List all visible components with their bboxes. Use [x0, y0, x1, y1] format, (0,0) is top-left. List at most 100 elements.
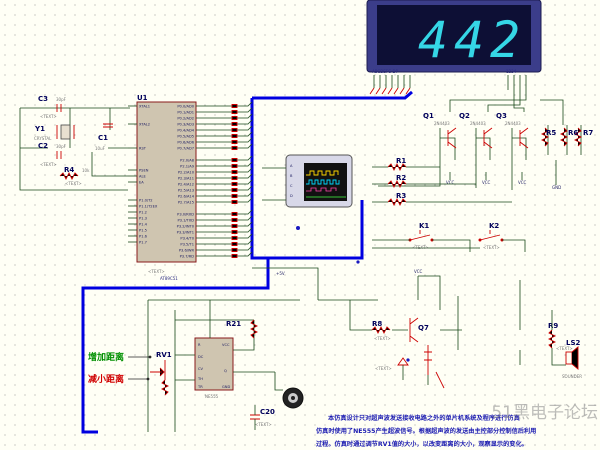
svg-text:CV: CV: [198, 367, 204, 371]
c2-value: 30pF: [56, 144, 67, 149]
q3-label: Q3: [496, 112, 507, 120]
u1-pin-label: ALE: [139, 175, 146, 179]
oscilloscope-instrument[interactable]: AB CD: [262, 154, 353, 230]
u1-pin-label: P1.6: [139, 235, 148, 239]
u1-pin-label: P2.1/A9: [180, 165, 195, 169]
u1-pin-label: P1.7: [139, 241, 147, 245]
r8-label: R8: [372, 320, 382, 328]
u1-pin-marker: [231, 134, 238, 138]
u1-pin-label: P0.1/AD1: [177, 111, 194, 115]
description-note: 本仿真设计只对超声波发送接收电路之外的单片机系统及程序进行仿真 仿真时使用了NE…: [316, 414, 536, 448]
q1-value: 2N4403: [434, 121, 450, 126]
ls2-value: SOUNDER: [562, 374, 582, 379]
vcc-label-4: VCC: [414, 269, 423, 274]
u1-pin-marker: [231, 242, 238, 246]
u1-pin-label: P3.2/INT0: [177, 225, 195, 229]
u1-pin-label: P1.4: [139, 223, 148, 227]
u1-pin-marker: [231, 128, 238, 132]
u1-pin-marker: [231, 248, 238, 252]
c3-text: <TEXT>: [40, 114, 57, 119]
u1-pin-marker: [231, 116, 238, 120]
y1-value: CRYSTAL: [34, 136, 52, 141]
note-line-1: 本仿真设计只对超声波发送接收电路之外的单片机系统及程序进行仿真: [328, 414, 521, 422]
u1-part: AT89C51: [160, 276, 178, 281]
u1-pin-stub: [196, 215, 253, 221]
u1-pin-label: P3.0/RXD: [177, 213, 194, 217]
svg-text:VCC: VCC: [222, 343, 230, 347]
c1-value: 10uF: [95, 146, 106, 151]
vcc-label-2: VCC: [482, 180, 491, 185]
c1-label: C1: [98, 134, 108, 142]
svg-text:R: R: [198, 343, 201, 347]
display-digits: 442: [418, 11, 526, 69]
u1-pin-stub: [196, 239, 253, 245]
svg-text:D: D: [290, 194, 293, 198]
u1-pin-marker: [231, 104, 238, 108]
u1-pin-label: P1.0/T2: [139, 199, 153, 203]
u1-pin-marker: [231, 146, 238, 150]
u1-pin-label: P1.5: [139, 229, 147, 233]
u1-pin-label: P3.5/T1: [180, 243, 194, 247]
ls2-label: LS2: [566, 339, 581, 347]
u1-pin-marker: [231, 200, 238, 204]
u1-pin-label: P3.3/INT1: [177, 231, 194, 235]
u1-pin-marker: [231, 176, 238, 180]
u1-pin-marker: [231, 236, 238, 240]
u1-pin-stub: [196, 143, 253, 149]
k2-button[interactable]: K2: [478, 222, 504, 242]
u1-pin-stub: [196, 185, 253, 191]
q1-label: Q1: [423, 112, 434, 120]
dc-motor-icon: [282, 387, 304, 409]
data-bus: [81, 90, 413, 434]
u1-pin-label: P2.6/A14: [178, 195, 195, 199]
svg-text:B: B: [290, 174, 293, 178]
u1-pin-stub: [196, 173, 253, 179]
u1-pin-marker: [231, 164, 238, 168]
q7-text: <TEXT>: [375, 366, 392, 371]
k2-text: <TEXT>: [483, 245, 500, 250]
svg-text:A: A: [290, 164, 293, 168]
u1-pin-label: P2.4/A12: [178, 183, 194, 187]
vcc-label-3: VCC: [518, 180, 527, 185]
u1-pin-label: P2.0/A8: [180, 159, 195, 163]
u1-pin-stub: [196, 125, 253, 131]
r5-label: R5: [546, 129, 556, 137]
u1-ref: U1: [137, 94, 148, 102]
u1-pin-marker: [231, 254, 238, 258]
u1-pin-stub: [196, 119, 253, 125]
u1-pin-stub: [196, 221, 253, 227]
c3-label: C3: [38, 95, 48, 103]
digit-pin-labels: 1234: [506, 69, 517, 74]
u1-pin-stub: [196, 107, 253, 113]
u1-pin-marker: [231, 140, 238, 144]
u1-pin-stub: [196, 113, 253, 119]
note-line-3: 过程。仿真时通过调节RV1值的大小，以改变距离的大小，观察显示的变化。: [316, 440, 528, 448]
u1-pin-marker: [231, 194, 238, 198]
watermark-text: 51黑电子论坛: [491, 403, 598, 423]
r7-label: R7: [583, 129, 593, 137]
u1-pin-stub: [196, 197, 253, 203]
r21-label: R21: [226, 320, 241, 328]
u1-pin-label: P3.7/RD: [180, 255, 195, 259]
u1-pin-marker: [231, 182, 238, 186]
key-buttons: K1 K2 <TEXT> <TEXT>: [372, 222, 526, 252]
u1-pin-stub: [196, 233, 253, 239]
k1-label: K1: [419, 222, 429, 230]
u1-pin-stub: [196, 161, 253, 167]
u1-pin-label: P0.3/AD3: [177, 123, 194, 127]
seven-segment-display: 442 ABCDEFG DP 1234: [366, 0, 542, 95]
r6-label: R6: [568, 129, 578, 137]
u1-right-pins: P0.0/AD0P0.1/AD1P0.2/AD2P0.3/AD3P0.4/AD4…: [177, 101, 253, 259]
u1-pin-label: P1.2: [139, 211, 147, 215]
plus5v-label: +5V: [276, 271, 285, 276]
rv1-potentiometer[interactable]: [150, 360, 170, 396]
u1-text: <TEXT>: [148, 269, 165, 274]
u1-pin-label: P0.4/AD4: [177, 129, 194, 133]
u1-pin-label: P2.2/A10: [178, 171, 195, 175]
u1-pin-label: P2.3/A11: [178, 177, 194, 181]
u1-pin-marker: [231, 188, 238, 192]
k1-button[interactable]: K1: [408, 222, 434, 242]
svg-text:Q: Q: [224, 369, 227, 373]
vcc-label-1: VCC: [446, 180, 455, 185]
